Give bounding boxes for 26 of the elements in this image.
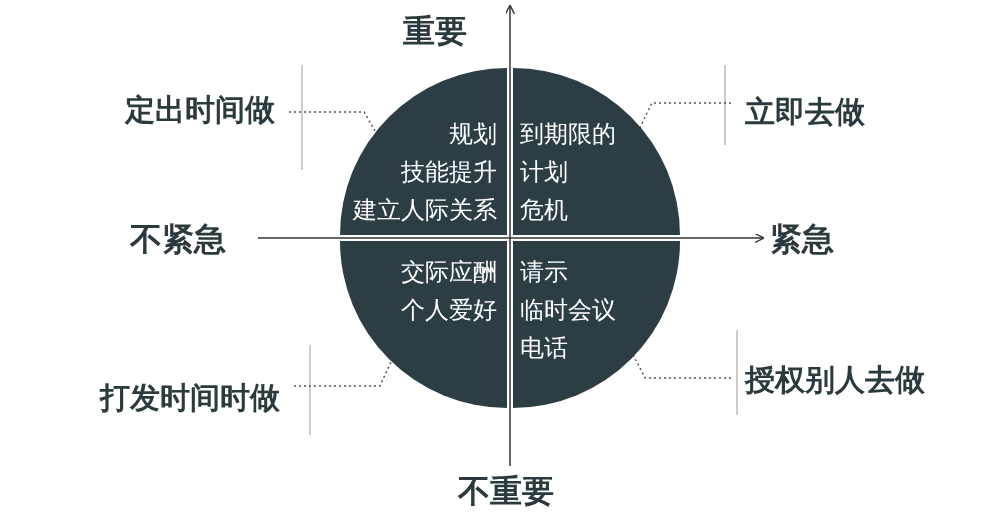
quadrant-sector — [513, 68, 680, 235]
leader-line — [639, 102, 732, 129]
quadrant-item-text: 危机 — [520, 195, 568, 226]
axis-label: 重要 — [403, 11, 467, 52]
quadrant-sector — [340, 241, 507, 408]
leader-line — [288, 111, 377, 134]
callout-text: 立即去做 — [745, 92, 865, 133]
quadrant-item-text: 交际应酬 — [401, 257, 497, 288]
callout-text: 定出时间做 — [125, 90, 275, 131]
quadrant-item-text: 建立人际关系 — [353, 195, 497, 226]
callout-text: 打发时间时做 — [100, 378, 280, 419]
leader-line — [293, 359, 393, 387]
quadrant-item-text: 计划 — [520, 157, 568, 188]
quadrant-sector — [513, 241, 680, 408]
axis-label: 不重要 — [458, 471, 554, 512]
quadrant-item-text: 规划 — [449, 119, 497, 150]
quadrant-item-text: 技能提升 — [401, 157, 497, 188]
quadrant-item-text: 到期限的 — [520, 119, 616, 150]
callout-text: 授权别人去做 — [745, 360, 925, 401]
quadrant-item-text: 请示 — [520, 257, 568, 288]
quadrant-item-text: 个人爱好 — [401, 295, 497, 326]
quadrant-sector — [340, 68, 507, 235]
axis-label: 紧急 — [770, 219, 834, 260]
axis-label: 不紧急 — [130, 219, 226, 260]
quadrant-item-text: 电话 — [520, 333, 568, 364]
quadrant-item-text: 临时会议 — [520, 295, 616, 326]
